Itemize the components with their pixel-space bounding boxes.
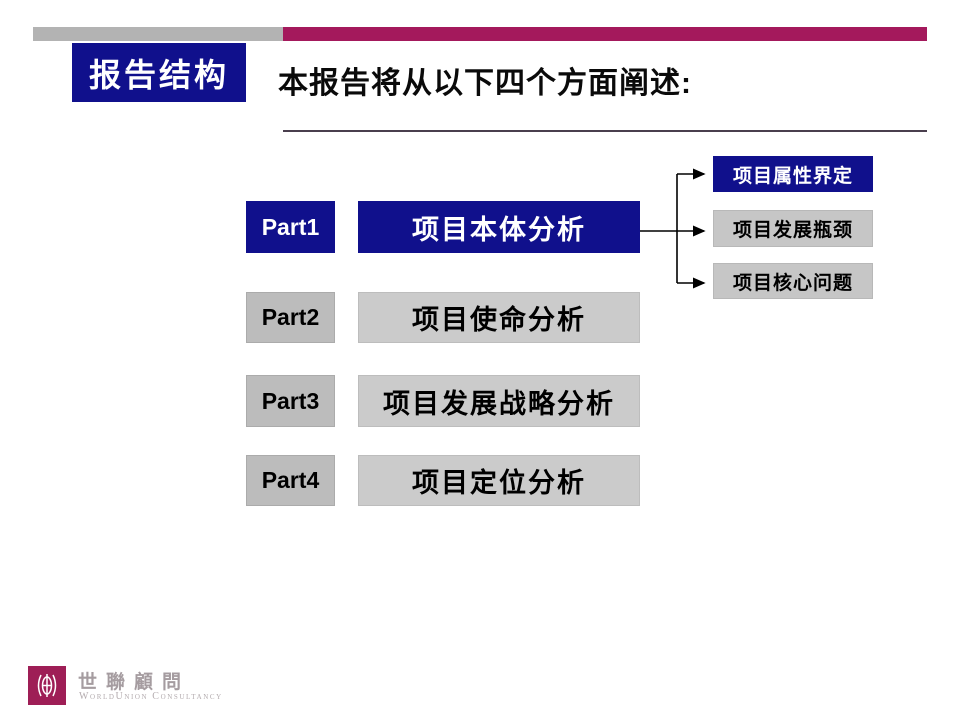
section-badge-label: 报告结构 [88,56,229,93]
logo-chinese-name: 世聯顧問 [78,672,191,693]
branch-box-core-issue: 项目核心问题 [713,263,873,299]
top-bar-gray [33,27,283,41]
part3-label: Part3 [246,375,335,427]
part1-label: Part1 [246,201,335,253]
branch-box-bottleneck: 项目发展瓶颈 [713,210,873,247]
worldunion-logo-icon [28,666,66,705]
part3-title-box: 项目发展战略分析 [358,375,640,427]
worldunion-logo: 世聯顧問 WorldUnion Consultancy [28,666,288,710]
top-bar-maroon [283,27,927,41]
slide-title: 本报告将从以下四个方面阐述: [278,67,692,100]
part2-title-box: 项目使命分析 [358,292,640,343]
part1-title-box: 项目本体分析 [358,201,640,253]
title-divider [283,130,927,132]
part4-title-box: 项目定位分析 [358,455,640,506]
section-badge: 报告结构 [72,43,246,102]
branch-connector-arrows [640,168,706,289]
part2-label: Part2 [246,292,335,343]
branch-box-attribute: 项目属性界定 [713,156,873,192]
logo-english-name: WorldUnion Consultancy [79,691,223,702]
part4-label: Part4 [246,455,335,506]
